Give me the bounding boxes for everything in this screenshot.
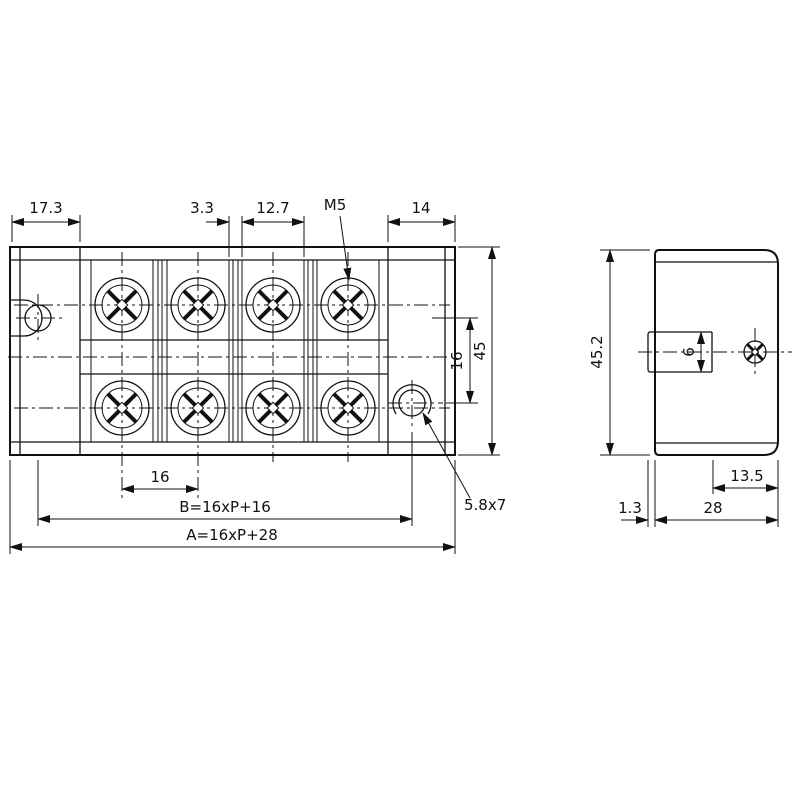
dim-label-45-2: 45.2 bbox=[588, 335, 606, 368]
dim-label-17-3: 17.3 bbox=[29, 199, 62, 217]
dimension-14: 14 bbox=[387, 199, 456, 242]
dim-label-1-3: 1.3 bbox=[618, 499, 642, 517]
dimension-a: A=16xP+28 bbox=[9, 460, 456, 554]
dim-label-b: B=16xP+16 bbox=[179, 498, 271, 516]
side-view: 6 45.2 13.5 1.3 28 bbox=[588, 249, 792, 527]
dim-label-13-5: 13.5 bbox=[730, 467, 763, 485]
slot-label: 5.8x7 bbox=[464, 496, 506, 514]
dimension-13-5: 13.5 bbox=[712, 460, 779, 527]
dim-label-3-3: 3.3 bbox=[190, 199, 214, 217]
callout-slot-5-8x7: 5.8x7 bbox=[422, 412, 506, 514]
dim-label-28: 28 bbox=[703, 499, 722, 517]
dimension-6: 6 bbox=[680, 331, 705, 373]
dim-label-6: 6 bbox=[680, 347, 698, 357]
dim-label-16-pitch: 16 bbox=[150, 468, 169, 486]
left-mounting-hole bbox=[10, 294, 62, 342]
dim-label-12-7: 12.7 bbox=[256, 199, 289, 217]
front-view: 17.3 3.3 12.7 M5 14 16 bbox=[8, 196, 506, 554]
dimension-b: B=16xP+16 bbox=[37, 432, 413, 526]
dimension-1-3: 1.3 bbox=[618, 460, 656, 527]
thread-label-m5: M5 bbox=[324, 196, 347, 214]
side-body-outline bbox=[647, 249, 779, 456]
dim-label-45: 45 bbox=[471, 341, 489, 360]
dimension-45-2: 45.2 bbox=[588, 249, 650, 456]
dimension-12-7: 12.7 bbox=[241, 199, 305, 257]
side-centerlines bbox=[638, 328, 792, 377]
dimension-16-pitch: 16 bbox=[121, 468, 199, 493]
dimension-45: 45 bbox=[458, 246, 500, 456]
front-body-outline bbox=[9, 246, 456, 456]
dim-label-16-vertical: 16 bbox=[448, 351, 466, 370]
dimension-3-3: 3.3 bbox=[190, 199, 230, 257]
centerlines bbox=[8, 252, 452, 500]
right-mounting-hole bbox=[388, 380, 443, 427]
dim-label-14: 14 bbox=[411, 199, 430, 217]
callout-m5: M5 bbox=[324, 196, 352, 281]
dimension-17-3: 17.3 bbox=[11, 199, 81, 242]
dim-label-a: A=16xP+28 bbox=[186, 526, 278, 544]
dimension-16-vertical: 16 bbox=[432, 317, 478, 404]
terminal-partitions bbox=[90, 260, 380, 442]
dimension-28: 28 bbox=[654, 499, 779, 524]
